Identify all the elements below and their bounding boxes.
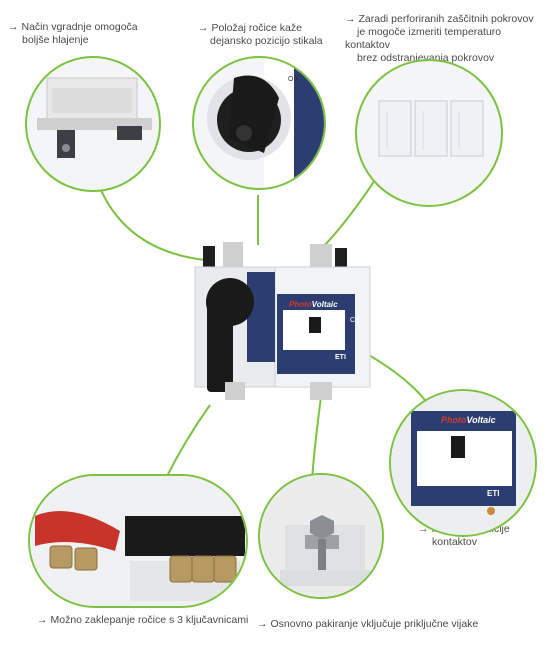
mounting-illustration	[37, 77, 152, 158]
caption-handle-position: →Položaj ročice kaže dejansko pozicijo s…	[198, 22, 323, 47]
brand-label: PhotoVoltaic	[289, 300, 338, 309]
caption-padlock: →Možno zaklepanje ročice s 3 ključavnica…	[37, 614, 249, 626]
indicator-eti-logo: ETI	[487, 489, 500, 498]
load-break-switch: PhotoVoltaic ETI CE	[185, 242, 380, 402]
circle-indicator-detail: PhotoVoltaic ETI	[389, 389, 537, 537]
handle-closeup	[207, 58, 324, 188]
circle-padlock-detail	[28, 474, 248, 608]
circle-screws-detail	[258, 473, 384, 599]
caption-screws: →Osnovno pakiranje vključuje priključne …	[257, 618, 479, 630]
caption-cooling: →Način vgradnje omogoča boljše hlajenje	[8, 21, 138, 46]
connector-padlock	[164, 404, 211, 481]
circle-handle-detail: ON	[192, 56, 326, 190]
caption-covers: →Zaradi perforiranih zaščitnih pokrovov …	[345, 13, 534, 64]
padlock-illustration	[30, 476, 246, 606]
indicator-closeup	[391, 391, 535, 535]
covers-illustration	[378, 100, 484, 157]
screws-illustration	[260, 475, 382, 597]
on-label: ON	[288, 76, 299, 83]
connector-screws	[311, 389, 323, 481]
eti-logo: ETI	[335, 354, 346, 361]
circle-covers-detail	[355, 59, 503, 207]
ce-mark: CE	[350, 317, 360, 324]
circle-mounting-detail	[25, 56, 161, 192]
indicator-brand-label: PhotoVoltaic	[441, 415, 496, 425]
switch-body	[194, 242, 371, 400]
